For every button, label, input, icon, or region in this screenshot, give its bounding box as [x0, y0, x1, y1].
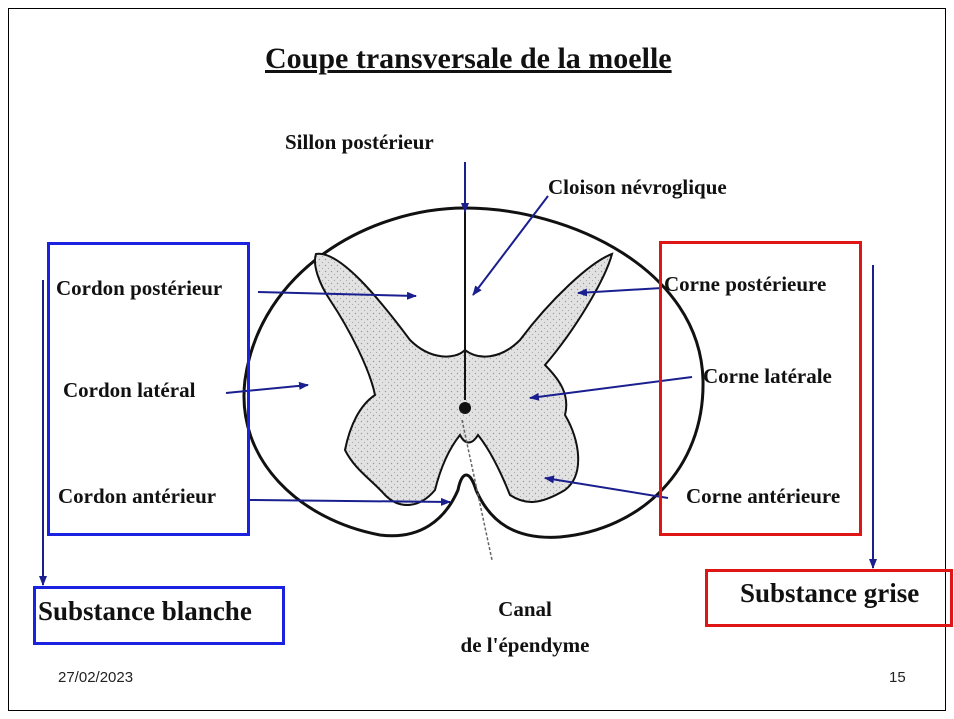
label-canal-line2: de l'épendyme — [430, 627, 620, 663]
label-canal: Canal de l'épendyme — [430, 591, 620, 663]
footer-date: 27/02/2023 — [58, 669, 133, 686]
label-substance-grise: Substance grise — [740, 578, 919, 609]
label-cordon-posterieur: Cordon postérieur — [56, 276, 222, 301]
label-sillon-posterieur: Sillon postérieur — [285, 130, 434, 155]
label-canal-line1: Canal — [430, 591, 620, 627]
central-canal — [459, 402, 471, 414]
label-corne-laterale: Corne latérale — [703, 364, 832, 389]
label-cordon-lateral: Cordon latéral — [63, 378, 195, 403]
footer-page-number: 15 — [889, 669, 906, 686]
label-cloison-nevroglique: Cloison névroglique — [548, 175, 727, 200]
label-corne-posterieure: Corne postérieure — [664, 272, 826, 297]
label-corne-anterieure: Corne antérieure — [686, 484, 840, 509]
slide-title: Coupe transversale de la moelle — [265, 42, 672, 76]
label-substance-blanche: Substance blanche — [38, 596, 252, 627]
label-cordon-anterieur: Cordon antérieur — [58, 484, 216, 509]
